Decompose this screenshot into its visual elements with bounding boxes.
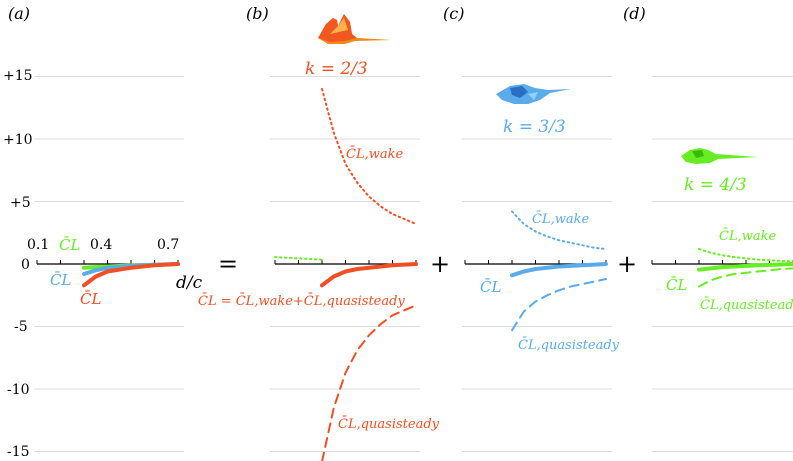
panel-label-c: (c): [443, 4, 464, 23]
k-label-b: k = 2/3: [305, 59, 368, 79]
series-label-c-wake: C̄L,wake: [532, 211, 589, 227]
series-line-1-3: [274, 256, 323, 261]
x-tick-label: 0.4: [90, 237, 112, 253]
series-line-2-1: [510, 262, 608, 278]
plus-sign-1: +: [430, 250, 450, 278]
x-tick-label: 0.1: [27, 237, 49, 253]
y-tick-labels: +15 +10 +5 0 -5 -10 -15: [3, 68, 33, 460]
series-line-3-0: [698, 248, 793, 263]
k-label-c: k = 3/3: [503, 117, 566, 137]
series-label-b-wake: C̄L,wake: [346, 146, 403, 162]
panel-label-a: (a): [8, 4, 30, 23]
y-tick-label: +15: [3, 68, 33, 84]
y-tick-label: +5: [10, 195, 31, 211]
series-label-d-wake: C̄L,wake: [719, 228, 776, 244]
series-line-3-1: [697, 262, 793, 272]
series-label-a-blue: C̄L: [50, 271, 71, 289]
equals-sign: =: [218, 250, 238, 278]
series-label-c-quasi: C̄L,quasisteady: [518, 337, 620, 353]
series-label-a-orange: C̄L: [80, 290, 101, 308]
y-tick-label: -15: [7, 444, 30, 460]
series-label-d-quasi: C̄L,quasisteady: [700, 297, 793, 313]
panel-label-b: (b): [246, 4, 269, 23]
x-tick-labels: 0.1 0.4 0.7: [27, 237, 179, 253]
series: [82, 88, 793, 461]
x-axis-label: d/c: [176, 273, 203, 293]
series-label-c-total: C̄L: [480, 278, 501, 296]
panel-label-d: (d): [623, 4, 646, 23]
series-line-1-0: [321, 88, 417, 225]
y-tick-label: -5: [14, 319, 28, 335]
series-label-a-green: C̄L: [59, 236, 80, 254]
y-tick-label: -10: [7, 382, 30, 398]
series-labels: C̄L C̄L C̄L C̄L,wake C̄L = C̄L,wake+C̄L,…: [50, 146, 793, 432]
series-line-1-2: [321, 304, 417, 461]
series-line-0-2: [82, 262, 180, 288]
k-label-d: k = 4/3: [684, 175, 747, 195]
plus-sign-2: +: [617, 250, 637, 278]
ray-silhouette-blue: [496, 84, 571, 104]
series-line-3-2: [698, 267, 793, 288]
x-tick-label: 0.7: [157, 237, 179, 253]
series-line-2-2: [511, 278, 607, 332]
ray-silhouette-orange: [318, 14, 392, 44]
series-line-1-1: [320, 262, 418, 288]
ray-silhouette-green: [681, 148, 758, 164]
y-tick-label: +10: [3, 132, 33, 148]
series-label-b-quasi: C̄L,quasisteady: [338, 416, 440, 432]
series-label-d-total: C̄L: [666, 276, 687, 294]
series-line-2-0: [511, 210, 607, 250]
y-tick-label: 0: [21, 257, 30, 273]
series-label-b-total: C̄L = C̄L,wake+C̄L,quasisteady: [198, 293, 405, 309]
grid-lines: [34, 76, 793, 452]
